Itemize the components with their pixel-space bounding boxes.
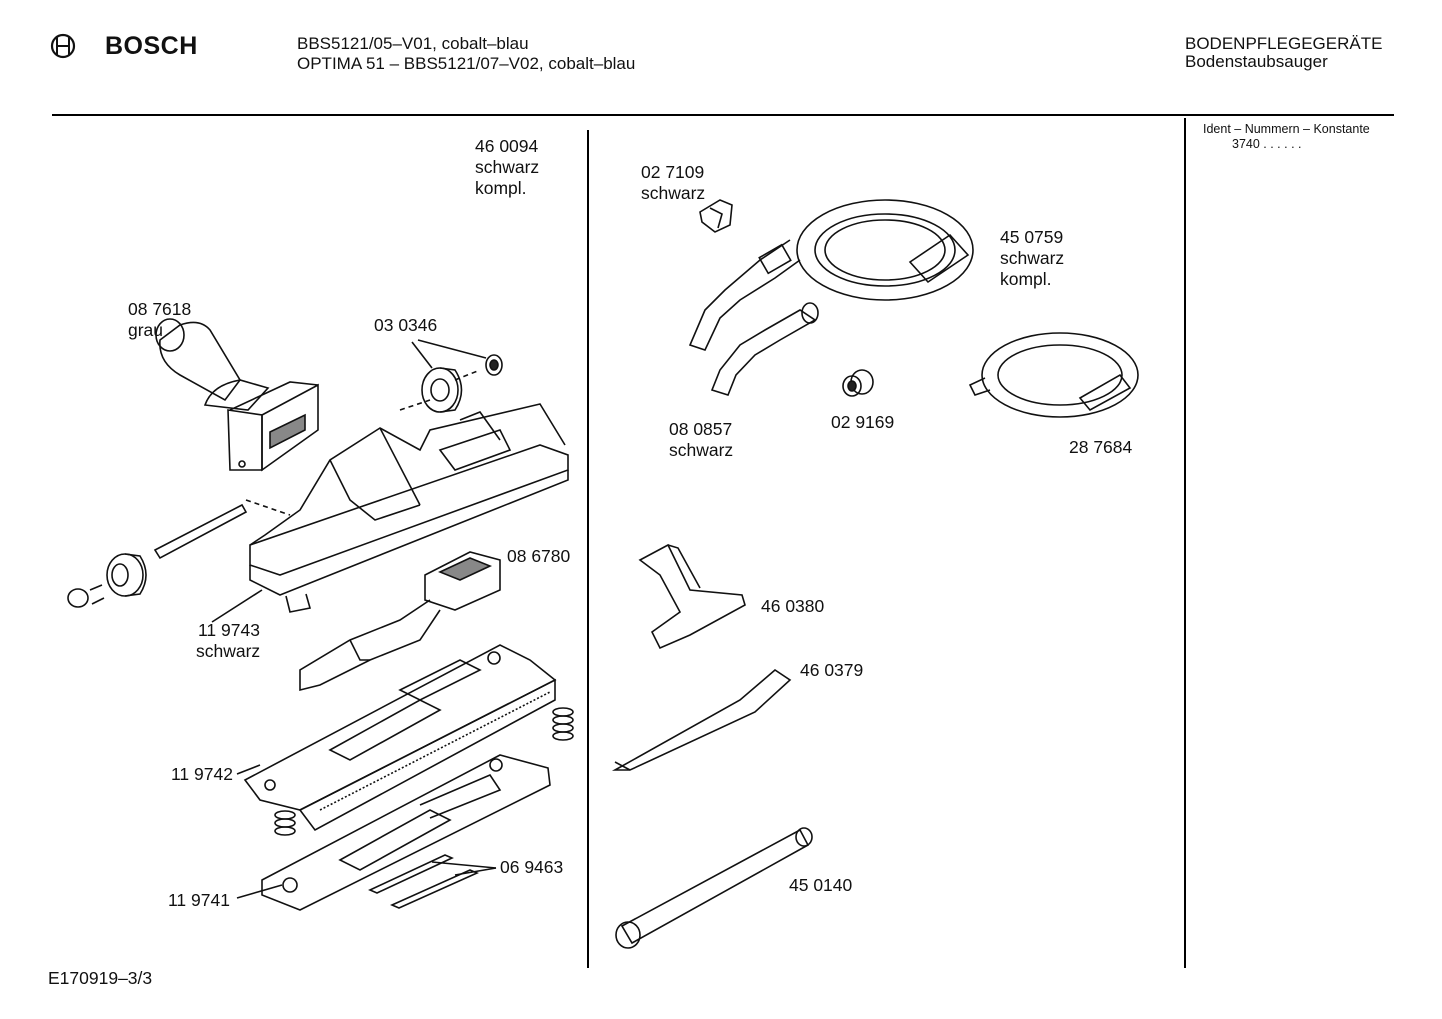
- nozzle-housing-part: [249, 403, 569, 613]
- part-color-460094: schwarz: [475, 157, 540, 177]
- part-color-087618: grau: [128, 320, 164, 340]
- part-number-450140: 45 0140: [789, 875, 853, 895]
- brand-name: BOSCH: [105, 32, 198, 60]
- axle-part: [153, 499, 291, 560]
- part-number-080857: 08 0857: [669, 419, 733, 439]
- base-plate-part: [261, 754, 551, 911]
- part-color-080857: schwarz: [669, 440, 734, 460]
- crevice-tool-part: [611, 668, 792, 771]
- ident-title: Ident – Nummern – Konstante: [1203, 122, 1370, 136]
- part-color-450759: schwarz: [1000, 248, 1065, 268]
- part-number-119742: 11 9742: [171, 764, 233, 784]
- part-number-027109: 02 7109: [641, 162, 705, 182]
- model-line-1: BBS5121/05–V01, cobalt–blau: [297, 34, 529, 53]
- hose-coil-part: [688, 199, 974, 351]
- model-line-2: OPTIMA 51 – BBS5121/07–V02, cobalt–blau: [297, 54, 636, 73]
- part-number-460094: 46 0094: [475, 136, 539, 156]
- part-number-086780: 08 6780: [507, 546, 571, 566]
- part-number-287684: 28 7684: [1069, 437, 1133, 457]
- hose-clip-part: [699, 199, 733, 233]
- part-color-119743: schwarz: [196, 641, 261, 661]
- left-wheel-part: [67, 553, 147, 608]
- bent-tube-part: [710, 302, 819, 396]
- spring-part: [274, 707, 574, 836]
- pedal-lever-part: [299, 551, 501, 692]
- part-note-460094: kompl.: [475, 178, 527, 198]
- part-number-069463: 06 9463: [500, 857, 564, 877]
- subcategory-title: Bodenstaubsauger: [1185, 52, 1328, 71]
- upholstery-nozzle-part: [638, 543, 746, 650]
- part-number-460380: 46 0380: [761, 596, 825, 616]
- part-number-119741: 11 9741: [168, 890, 230, 910]
- extension-tube-part: [615, 827, 813, 949]
- ident-value: 3740 . . . . . .: [1232, 137, 1302, 151]
- part-number-119743: 11 9743: [198, 620, 260, 640]
- part-number-087618: 08 7618: [128, 299, 192, 319]
- part-note-450759: kompl.: [1000, 269, 1052, 289]
- part-number-460379: 46 0379: [800, 660, 864, 680]
- part-number-030346: 03 0346: [374, 315, 438, 335]
- category-title: BODENPFLEGEGERÄTE: [1185, 34, 1383, 53]
- brush-plate-part: [243, 644, 557, 832]
- part-number-029169: 02 9169: [831, 412, 895, 432]
- adapter-part: [842, 369, 874, 397]
- header-rule: [52, 114, 1394, 116]
- drawing-id: E170919–3/3: [48, 968, 153, 988]
- nozzle-neck-part: [155, 318, 319, 472]
- wheel-part: [421, 354, 503, 413]
- hose-part: [968, 332, 1139, 418]
- part-color-027109: schwarz: [641, 183, 706, 203]
- column-divider-left: [587, 130, 589, 968]
- column-divider-right: [1184, 118, 1186, 968]
- part-number-450759: 45 0759: [1000, 227, 1064, 247]
- felt-strip-part: [368, 854, 479, 909]
